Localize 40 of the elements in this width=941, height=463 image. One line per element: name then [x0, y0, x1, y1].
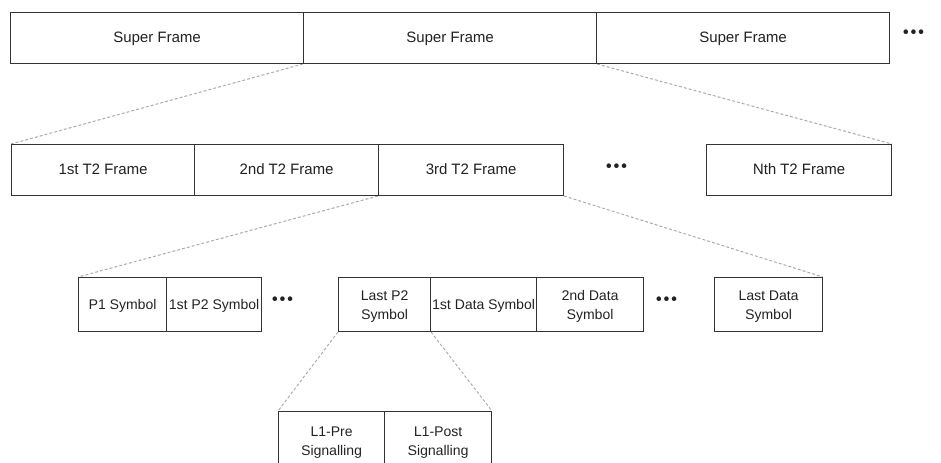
frame-label: P1 Symbol: [88, 295, 156, 314]
frame-label: 2nd T2 Frame: [240, 161, 334, 179]
frame-label: Last Data Symbol: [738, 286, 800, 324]
zoom-line: [564, 196, 824, 278]
zoom-line: [278, 332, 338, 412]
frame-box: [338, 277, 431, 332]
zoom-line: [78, 196, 378, 278]
zoom-line: [596, 64, 892, 144]
frame-label: 2nd Data Symbol: [560, 286, 620, 324]
frame-label: L1-Post Signalling: [406, 422, 470, 460]
frame-box: [378, 144, 564, 196]
frame-box: [430, 277, 537, 332]
ellipsis: •••: [656, 291, 679, 309]
frame-box: [596, 12, 890, 64]
frame-box: [166, 277, 262, 332]
frame-label: Last P2 Symbol: [360, 286, 410, 324]
frame-box: [278, 411, 385, 463]
frame-label: L1-Pre Signalling: [300, 422, 363, 460]
frame-box: [706, 144, 892, 196]
frame-box: [303, 12, 597, 64]
frame-box: [536, 277, 644, 332]
ellipsis: •••: [272, 291, 295, 309]
frame-label: 1st T2 Frame: [58, 161, 148, 179]
frame-box: [11, 144, 195, 196]
zoom-line: [10, 64, 304, 144]
frame-box: [10, 12, 304, 64]
frame-label: Super Frame: [406, 29, 494, 47]
frame-box: [78, 277, 167, 332]
frame-label: 1st P2 Symbol: [168, 295, 260, 314]
ellipsis: •••: [606, 158, 629, 176]
frame-label: 3rd T2 Frame: [426, 161, 516, 179]
frame-label: Nth T2 Frame: [752, 161, 846, 179]
frame-box: [384, 411, 492, 463]
frame-label: Super Frame: [699, 29, 787, 47]
frame-box: [194, 144, 379, 196]
frame-label: Super Frame: [113, 29, 201, 47]
frame-label: 1st Data Symbol: [432, 295, 535, 314]
ellipsis: •••: [903, 24, 926, 42]
frame-box: [714, 277, 823, 332]
zoom-line: [430, 332, 492, 412]
